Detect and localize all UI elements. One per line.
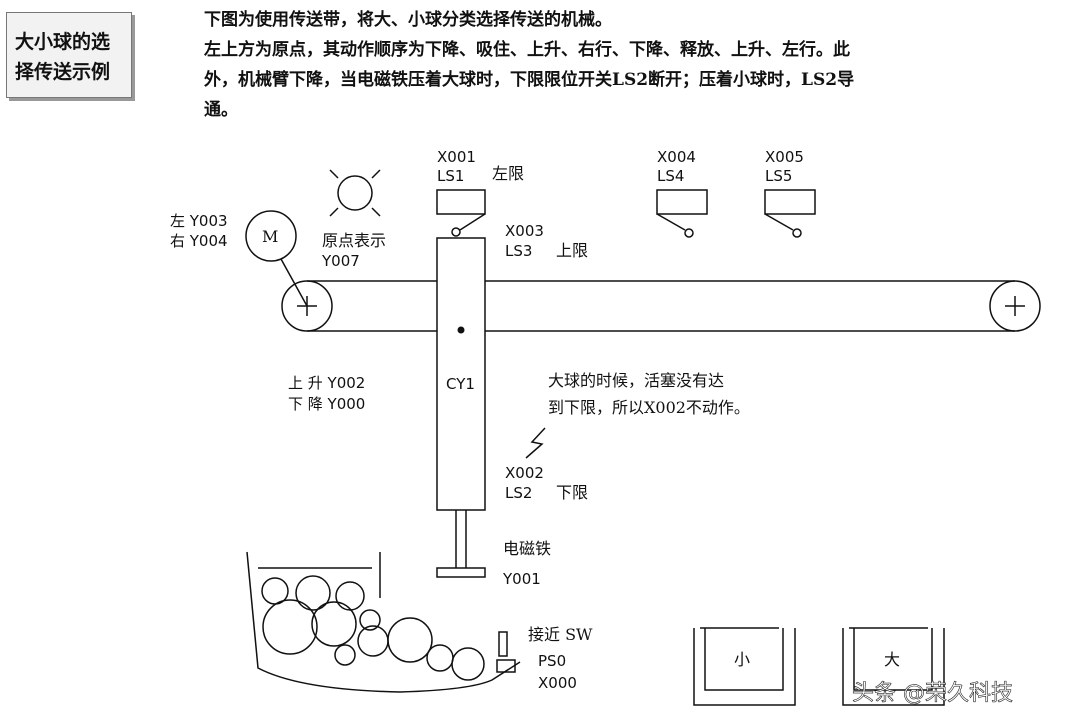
note-line-2: 到下限，所以X002不动作。 xyxy=(548,398,750,417)
label-up: 上 升 Y002 xyxy=(288,374,365,392)
label-left-limit: 左限 xyxy=(492,164,524,183)
label-small-bin: 小 xyxy=(734,650,750,669)
big-bin xyxy=(842,628,945,706)
ls3-roller xyxy=(451,227,461,237)
label-ls5: LS5 xyxy=(765,167,792,185)
origin-lamp-icon xyxy=(329,169,381,217)
ls5-switch xyxy=(764,189,816,238)
label-ls2: LS2 xyxy=(505,484,532,502)
label-x000: X000 xyxy=(538,674,577,692)
ls1-switch xyxy=(436,189,486,215)
label-ls3: LS3 xyxy=(505,242,532,260)
description-line-4: 通。 xyxy=(204,100,238,120)
description-line-1: 下图为使用传送带，将大、小球分类选择传送的机械。 xyxy=(204,10,612,30)
cylinder-cy1 xyxy=(436,237,486,511)
label-ls1: LS1 xyxy=(437,167,464,185)
label-cylinder: CY1 xyxy=(446,375,475,393)
note-line-1: 大球的时候，活塞没有达 xyxy=(548,371,724,390)
motor-link xyxy=(280,258,308,307)
proximity-switch xyxy=(498,631,508,657)
description-line-3: 外，机械臂下降，当电磁铁压着大球时，下限限位开关LS2断开；压着小球时，LS2导 xyxy=(204,70,855,90)
right-pulley xyxy=(989,280,1041,332)
ls4-switch xyxy=(656,189,708,238)
label-y007: Y007 xyxy=(321,252,360,270)
label-magnet: 电磁铁 xyxy=(503,539,551,558)
label-x003: X003 xyxy=(505,222,544,240)
label-lower-limit: 下限 xyxy=(556,483,588,502)
label-x001: X001 xyxy=(437,148,476,166)
title-box: 大小球的选 择传送示例 xyxy=(6,12,132,98)
label-big-bin: 大 xyxy=(884,650,900,669)
label-x005: X005 xyxy=(765,148,804,166)
title-line-1: 大小球的选 xyxy=(15,31,111,53)
description: 下图为使用传送带，将大、小球分类选择传送的机械。 左上方为原点，其动作顺序为下降… xyxy=(204,5,1064,125)
lightning-arrow-icon xyxy=(525,427,546,459)
ball-hopper xyxy=(246,551,521,693)
title-line-2: 择传送示例 xyxy=(15,61,111,83)
label-y001: Y001 xyxy=(502,570,541,588)
small-bin xyxy=(693,628,796,706)
label-motor: M xyxy=(262,227,278,246)
belt-contact-dot xyxy=(457,326,465,334)
label-ls4: LS4 xyxy=(657,167,684,185)
label-proximity: 接近 SW xyxy=(528,625,593,644)
description-line-2: 左上方为原点，其动作顺序为下降、吸住、上升、右行、下降、释放、上升、左行。此 xyxy=(204,40,850,60)
left-pulley xyxy=(281,280,333,332)
balls xyxy=(261,575,485,681)
label-motor-right: 右 Y004 xyxy=(170,232,228,250)
label-upper-limit: 上限 xyxy=(556,241,588,260)
electromagnet xyxy=(436,567,486,578)
label-origin: 原点表示 xyxy=(322,231,386,250)
label-x004: X004 xyxy=(657,148,696,166)
label-x002: X002 xyxy=(505,464,544,482)
label-down: 下 降 Y000 xyxy=(288,395,365,413)
label-motor-left: 左 Y003 xyxy=(170,212,228,230)
label-ps0: PS0 xyxy=(538,652,566,670)
motor-icon xyxy=(245,210,297,262)
watermark: 头条 @荣久科技 xyxy=(852,681,1013,706)
